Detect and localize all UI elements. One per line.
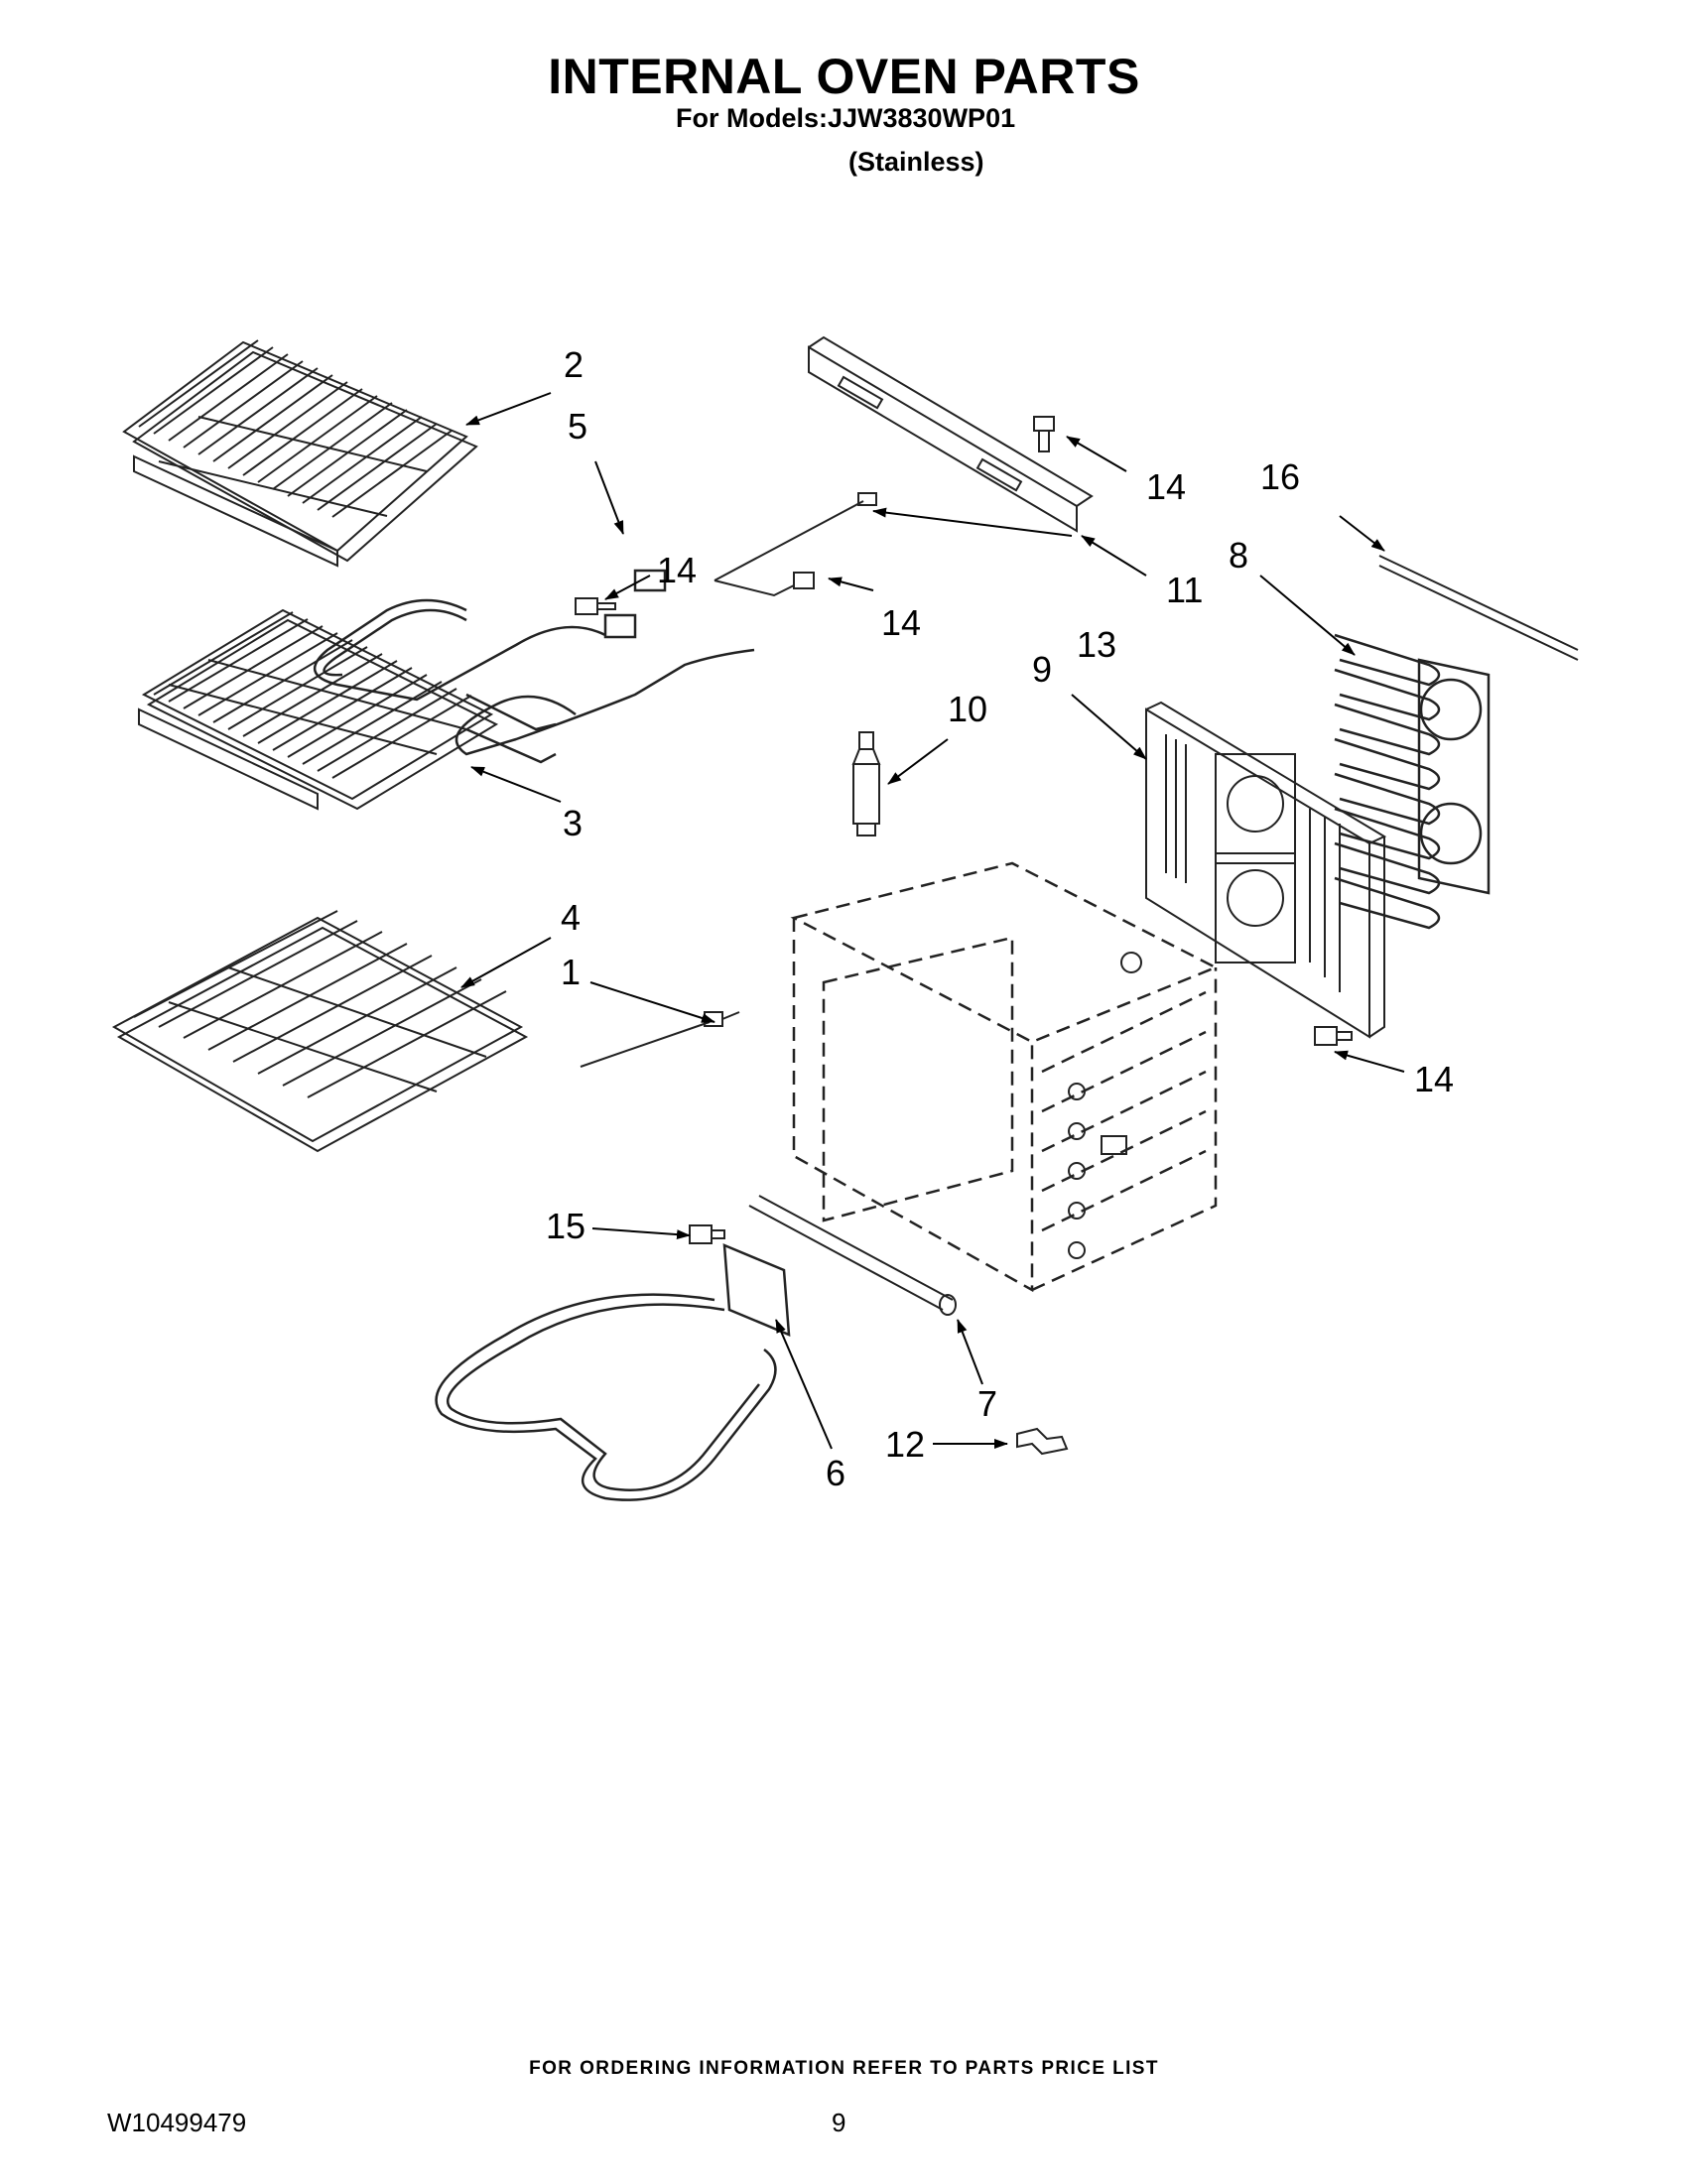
bracket bbox=[808, 335, 1094, 533]
oven-cavity bbox=[790, 861, 1220, 1293]
meat-probe-wire bbox=[580, 1011, 740, 1068]
callout-9: 9 bbox=[1032, 649, 1052, 690]
screw-lower-right bbox=[1314, 1026, 1353, 1046]
probe-tube bbox=[748, 1195, 957, 1316]
oven-rack-middle bbox=[138, 608, 499, 811]
callout-1: 1 bbox=[561, 952, 581, 992]
callout-numbers: 2 5 14 16 14 11 8 14 13 9 10 3 4 1 14 15… bbox=[546, 344, 1454, 1493]
callout-2: 2 bbox=[564, 344, 584, 385]
convection-element bbox=[1334, 633, 1491, 930]
callout-14-top: 14 bbox=[1146, 466, 1186, 507]
callout-14-lower: 14 bbox=[1414, 1059, 1454, 1099]
callout-15: 15 bbox=[546, 1206, 585, 1246]
callout-4: 4 bbox=[561, 897, 581, 938]
ordering-note: FOR ORDERING INFORMATION REFER TO PARTS … bbox=[529, 2058, 1159, 2079]
screw-element bbox=[575, 597, 616, 615]
models-line: For Models:JJW3830WP01 bbox=[676, 103, 1016, 133]
callout-14-element: 14 bbox=[657, 550, 697, 590]
bake-element bbox=[435, 1243, 791, 1501]
clip bbox=[1016, 1427, 1069, 1456]
document-number: W10499479 bbox=[107, 2108, 247, 2137]
screw-15 bbox=[689, 1224, 725, 1244]
sensor-probe bbox=[714, 492, 877, 597]
oven-rack-top bbox=[122, 339, 478, 568]
callout-6: 6 bbox=[826, 1453, 845, 1493]
screw-top bbox=[1033, 416, 1055, 452]
callout-10: 10 bbox=[948, 689, 987, 729]
callout-5: 5 bbox=[568, 406, 587, 447]
callout-14-sensor: 14 bbox=[881, 602, 921, 643]
page-number: 9 bbox=[832, 2108, 846, 2137]
page-title: INTERNAL OVEN PARTS bbox=[548, 49, 1140, 104]
thermal-fuse bbox=[851, 731, 881, 836]
callout-11: 11 bbox=[1166, 570, 1203, 610]
support-rod bbox=[1378, 555, 1579, 661]
broil-element bbox=[313, 569, 755, 764]
variant-label: (Stainless) bbox=[848, 147, 984, 177]
callout-7: 7 bbox=[977, 1383, 997, 1424]
callout-16: 16 bbox=[1260, 456, 1300, 497]
oven-rack-bottom bbox=[111, 910, 529, 1153]
callout-12: 12 bbox=[885, 1424, 925, 1465]
callout-leaders bbox=[460, 392, 1405, 1450]
callout-3: 3 bbox=[563, 803, 583, 843]
fan-cover bbox=[1145, 701, 1387, 1039]
callout-8: 8 bbox=[1229, 535, 1248, 576]
oven-cavity-side-rails bbox=[1068, 952, 1142, 1259]
callout-13: 13 bbox=[1077, 624, 1116, 665]
